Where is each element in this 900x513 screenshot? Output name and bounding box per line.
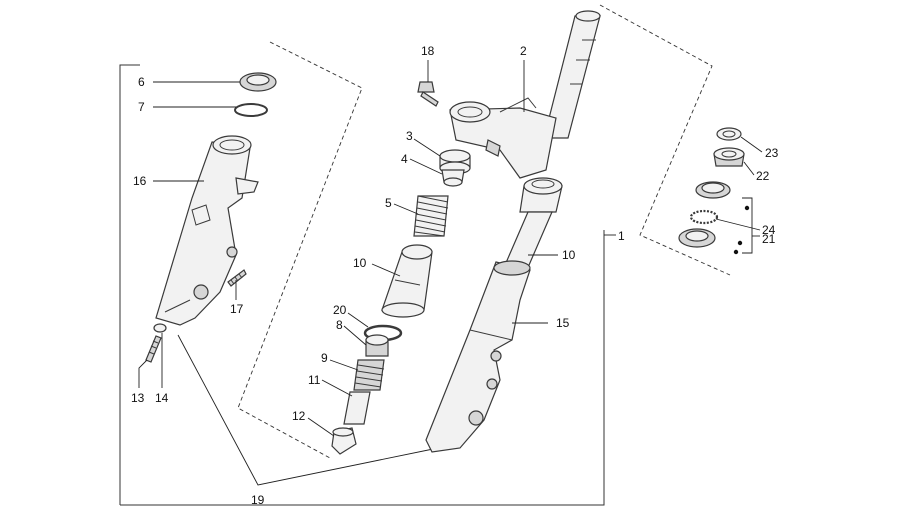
leader-8 (343, 325, 367, 346)
cap-4 (441, 169, 465, 187)
label-5: 5 (385, 196, 392, 210)
leader-24 (715, 218, 761, 231)
leader-3 (413, 138, 441, 157)
bolt-13 (145, 335, 162, 363)
leader-19 (177, 334, 439, 486)
leader-23 (740, 136, 763, 153)
leader-11 (321, 379, 353, 397)
ball-race-24 (689, 209, 719, 225)
screw-17 (227, 269, 247, 287)
leader-13 (138, 359, 148, 388)
dashed-group-right (599, 4, 731, 276)
label-17: 17 (230, 302, 244, 316)
label-6: 6 (138, 75, 145, 89)
spring-5 (413, 195, 449, 237)
fork-slider-right-15 (425, 260, 531, 453)
label-18: 18 (421, 44, 435, 58)
nut-22 (713, 147, 745, 167)
leader-12 (307, 417, 335, 437)
assembly-frame-1 (119, 64, 605, 506)
label-10b: 10 (562, 248, 576, 262)
bearing-cup-21-upper (695, 181, 731, 199)
cone-12 (331, 427, 357, 455)
bolt-18 (417, 81, 439, 107)
label-22: 22 (756, 169, 770, 183)
label-11: 11 (308, 373, 321, 387)
label-8: 8 (336, 318, 343, 332)
dashed-group-left (237, 41, 363, 459)
label-21: 21 (762, 232, 776, 246)
leader-20 (347, 312, 369, 328)
label-7: 7 (138, 100, 145, 114)
label-10a: 10 (353, 256, 367, 270)
rebound-spring-9 (353, 359, 385, 391)
label-2: 2 (520, 44, 527, 58)
label-4: 4 (401, 152, 408, 166)
label-19: 19 (251, 493, 265, 507)
fork-tube-right-10 (501, 177, 563, 273)
label-24: 24 (762, 223, 776, 237)
washer-14 (153, 323, 167, 333)
label-23: 23 (765, 146, 779, 160)
piston-8 (365, 334, 389, 357)
bearing-marker-dot-lower (733, 249, 739, 255)
washer-23 (716, 127, 742, 141)
label-14: 14 (155, 391, 169, 405)
damper-tube-10 (381, 244, 433, 318)
leader-22 (743, 161, 755, 176)
leader-10a (371, 263, 401, 277)
label-15: 15 (556, 316, 570, 330)
label-3: 3 (406, 129, 413, 143)
bracket-21 (742, 197, 753, 254)
bearing-marker-dot-upper (744, 205, 750, 211)
bearing-marker-dot-mid (737, 240, 743, 246)
label-12: 12 (292, 409, 306, 423)
label-9: 9 (321, 351, 328, 365)
o-ring-7 (234, 103, 268, 117)
leader-9 (329, 359, 359, 371)
label-13: 13 (131, 391, 145, 405)
bearing-cup-21-lower (678, 228, 716, 248)
rod-11 (343, 391, 371, 425)
label-20: 20 (333, 303, 347, 317)
leader-5 (393, 203, 419, 215)
label-16: 16 (133, 174, 147, 188)
label-1: 1 (618, 229, 625, 243)
seal-ring-6 (239, 72, 277, 92)
leader-4 (409, 158, 443, 175)
fork-leg-left-16 (155, 135, 259, 326)
steering-stem-2 (449, 10, 601, 179)
